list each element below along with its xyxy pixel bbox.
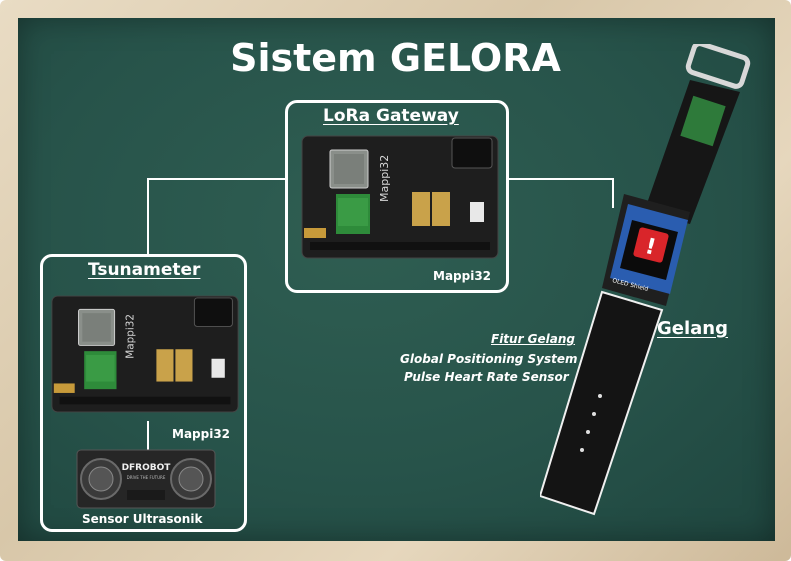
gateway-title: LoRa Gateway	[323, 106, 459, 126]
gateway-panel	[285, 100, 509, 293]
gelang-label: Gelang	[657, 318, 728, 339]
feature-item-heart-rate: Pulse Heart Rate Sensor	[404, 370, 569, 384]
connector-gateway-right-vertical	[612, 178, 614, 208]
sensor-tagline: DRIVE THE FUTURE	[127, 475, 166, 480]
tsunameter-board-label: Mappi32	[172, 427, 231, 441]
feature-item-gps: Global Positioning System	[400, 352, 578, 366]
ultrasonic-sensor: DFROBOT DRIVE THE FUTURE	[76, 449, 216, 509]
sensor-label: Sensor Ultrasonik	[82, 512, 203, 526]
gelang-watch: ! OLED Shield	[540, 44, 751, 516]
connector-board-sensor	[147, 421, 149, 451]
gateway-board-label: Mappi32	[433, 269, 492, 283]
connector-gateway-left-vertical	[147, 178, 149, 254]
connector-gateway-left-horizontal	[148, 178, 286, 180]
tsunameter-title: Tsunameter	[88, 260, 201, 280]
gateway-silk-text: Mappi32	[378, 155, 391, 202]
features-title: Fitur Gelang	[491, 332, 576, 346]
diagram-title: Sistem GELORA	[230, 36, 561, 80]
tsunameter-panel	[40, 254, 247, 532]
gateway-mappi32-board: Mappi32	[301, 135, 499, 259]
tsunameter-silk-text: Mappi32	[125, 314, 137, 359]
sensor-brand: DFROBOT	[122, 463, 172, 473]
tsunameter-mappi32-board: Mappi32	[51, 295, 239, 413]
connector-gateway-right-horizontal	[507, 178, 613, 180]
